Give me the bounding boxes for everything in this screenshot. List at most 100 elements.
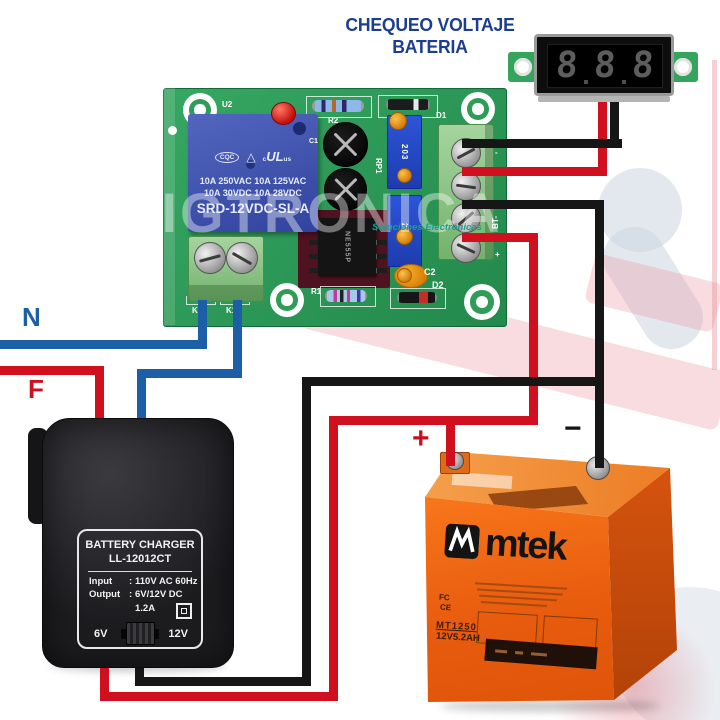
seven-segment-digit: 8 xyxy=(592,45,618,86)
phase-label: F xyxy=(28,374,44,404)
diode-d2 xyxy=(397,292,437,303)
vde-triangle-icon: △ xyxy=(246,150,256,164)
voltmeter-black-wire xyxy=(610,98,619,148)
neutral-label: N xyxy=(22,302,41,332)
battery-cert-mark: CE xyxy=(439,602,452,613)
ic-leg xyxy=(375,226,387,231)
voltmeter-module: 8 8 8 xyxy=(534,34,674,96)
relay-model: SRD-12VDC-SL-A xyxy=(196,201,310,216)
relay-hole xyxy=(293,122,306,135)
input-value: 110V AC 60Hz xyxy=(135,575,198,587)
code-mark xyxy=(514,650,524,655)
terminal-screw xyxy=(194,242,226,274)
resistor-r1 xyxy=(325,290,367,302)
pcb-mounting-hole xyxy=(464,284,500,320)
silkscreen-u2: U2 xyxy=(222,100,233,109)
cqc-mark-icon: CQC xyxy=(214,151,240,163)
ic-leg xyxy=(375,268,387,273)
fine-print-line xyxy=(479,594,557,602)
silkscreen-c1: C1 xyxy=(309,138,318,145)
charger-title: BATTERY CHARGER xyxy=(85,539,195,551)
silkscreen-k1: K1 xyxy=(226,306,237,315)
k1-run xyxy=(137,369,242,378)
silkscreen-d1: D1 xyxy=(436,111,447,120)
silkscreen-box xyxy=(306,96,372,118)
voltmeter-display: 8 8 8 xyxy=(547,44,663,88)
trimmer-screw xyxy=(396,228,413,245)
bt-minus-drop xyxy=(595,200,604,468)
charger-label: BATTERY CHARGER LL-12012CT Input : 110V … xyxy=(77,529,203,649)
voltmeter-mount-tab xyxy=(508,52,538,82)
terminal-lip xyxy=(485,125,493,259)
resistor-r2 xyxy=(312,100,364,112)
brand-watermark-tagline: Soluciones Electrónicas xyxy=(372,222,482,233)
output-value: 6V/12V DC 1.2A xyxy=(135,589,183,615)
neutral-drop xyxy=(198,300,207,349)
bt-minus-run xyxy=(462,200,604,209)
ic-leg xyxy=(375,254,387,259)
output-label: Output xyxy=(89,589,121,601)
silkscreen-d2: D2 xyxy=(432,280,444,290)
trimmer-screw xyxy=(397,168,412,183)
brand-watermark: BIGTRONICA xyxy=(118,181,503,244)
pcb-edge-highlight xyxy=(163,88,175,325)
trimmer-screw xyxy=(389,112,407,130)
red-bottom-run xyxy=(100,692,338,701)
silkscreen-rp1: RP1 xyxy=(374,158,383,174)
silkscreen-k: K xyxy=(192,306,198,315)
relay-cert-marks: CQC △ cULus xyxy=(188,148,318,166)
bt-plus-drop xyxy=(529,233,538,425)
battery-plus-label: + xyxy=(412,422,430,455)
diode-d1 xyxy=(386,99,430,110)
red-bus xyxy=(329,416,538,425)
battery-charger: BATTERY CHARGER LL-12012CT Input : 110V … xyxy=(42,418,234,668)
pcb-mounting-hole xyxy=(270,283,304,317)
battery-shadow xyxy=(440,700,660,712)
decimal-dot xyxy=(621,80,626,84)
black-bus xyxy=(302,377,604,386)
switch-12v-label: 12V xyxy=(168,628,188,640)
ic-leg xyxy=(375,240,387,245)
voltage-switch-knob xyxy=(126,622,155,645)
ic-label: NE555P xyxy=(343,230,351,264)
ne555-ic: NE555P xyxy=(318,218,376,276)
silkscreen-box xyxy=(320,286,376,307)
seven-segment-digit: 8 xyxy=(630,45,655,86)
trimmer-screw xyxy=(397,268,412,283)
silkscreen-r2: R2 xyxy=(328,116,339,125)
silkscreen-r1: R1 xyxy=(311,287,322,296)
charger-output-row: Output : 6V/12V DC 1.2A xyxy=(79,588,201,616)
battery-front-face: mtek FC CE MT1250 12V5.2AH xyxy=(425,497,614,702)
input-colon: : xyxy=(129,575,133,587)
relay: CQC △ cULus 10A 250VAC 10A 125VAC 10A 30… xyxy=(188,114,318,232)
silkscreen-minus: - xyxy=(495,148,498,157)
silkscreen-plus: + xyxy=(495,250,500,259)
battery-brand-text: mtek xyxy=(483,521,567,569)
battery-capacity: 12V5.2AH xyxy=(435,630,481,645)
label-divider xyxy=(88,570,192,572)
battery-top-label xyxy=(451,471,513,490)
black-bottom-run xyxy=(135,677,311,686)
background-blob xyxy=(712,60,717,370)
charger-model: LL-12012CT xyxy=(108,552,172,565)
battery-cert-mark: FC xyxy=(438,592,450,603)
input-label: Input xyxy=(89,575,113,587)
silkscreen-c2: C2 xyxy=(424,267,436,277)
voltmeter-mount-hole xyxy=(674,58,692,76)
bt-plus-run xyxy=(462,233,538,242)
relay-ratings-1: 10A 250VAC 10A 125VAC xyxy=(199,176,307,186)
code-mark xyxy=(530,651,548,656)
phase-to-charger xyxy=(95,366,104,451)
trimmer-label: 203 xyxy=(400,143,409,161)
charger-black-out xyxy=(135,652,144,686)
ul-mark-icon: cULus xyxy=(262,149,292,164)
voltmeter-red-run xyxy=(462,167,607,176)
class2-insulation-icon xyxy=(176,603,192,619)
battery-brand: mtek xyxy=(444,521,567,569)
terminal-screw xyxy=(226,242,258,274)
charger-red-out xyxy=(100,652,109,701)
phase-line xyxy=(0,366,104,375)
code-mark xyxy=(495,648,508,653)
pcb-mounting-hole xyxy=(461,92,495,126)
voltmeter-black-run xyxy=(462,139,622,148)
